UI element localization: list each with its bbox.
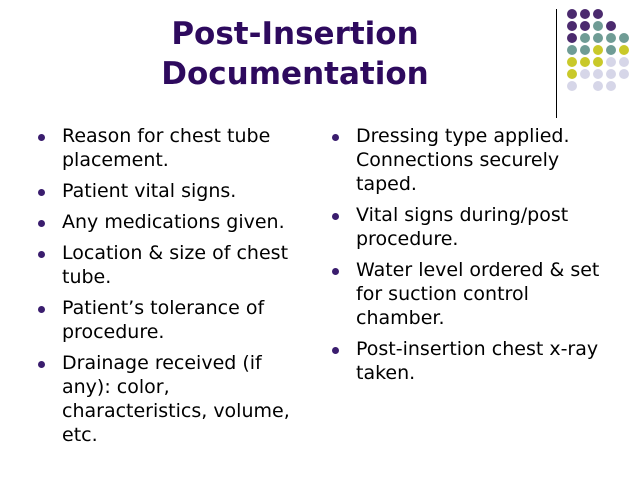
decorative-dot [593, 45, 603, 55]
decorative-dot [619, 33, 629, 43]
decorative-dot [619, 9, 629, 19]
left-bullet-list: Reason for chest tube placement. Patient… [36, 124, 304, 454]
decorative-dot [606, 9, 616, 19]
decorative-dot [619, 21, 629, 31]
bullet-icon [332, 268, 339, 275]
decorative-dot [567, 33, 577, 43]
decorative-dot [580, 45, 590, 55]
decorative-dot [606, 69, 616, 79]
decorative-dot [606, 45, 616, 55]
decorative-dot [619, 81, 629, 91]
title-divider-line [556, 9, 557, 118]
decorative-dot [580, 33, 590, 43]
list-item: Dressing type applied. Connections secur… [330, 124, 620, 196]
decorative-dot [580, 81, 590, 91]
list-item-text: Location & size of chest tube. [62, 242, 289, 288]
bullet-icon [38, 361, 45, 368]
slide-title: Post-Insertion Documentation [100, 14, 490, 94]
list-item: Patient’s tolerance of procedure. [36, 296, 304, 344]
title-line-2: Documentation [161, 56, 429, 92]
bullet-icon [332, 213, 339, 220]
list-item: Location & size of chest tube. [36, 241, 304, 289]
list-item-text: Dressing type applied. Connections secur… [356, 125, 570, 195]
decorative-dot-grid [566, 8, 636, 104]
decorative-dot [580, 21, 590, 31]
list-item: Reason for chest tube placement. [36, 124, 304, 172]
decorative-dot [619, 69, 629, 79]
list-item: Post-insertion chest x-ray taken. [330, 337, 620, 385]
decorative-dot [580, 9, 590, 19]
bullet-icon [38, 134, 45, 141]
list-item-text: Patient vital signs. [62, 180, 237, 202]
decorative-dot [606, 33, 616, 43]
list-item-text: Water level ordered & set for suction co… [356, 259, 600, 329]
bullet-icon [332, 347, 339, 354]
decorative-dot [619, 45, 629, 55]
list-item-text: Drainage received (if any): color, chara… [62, 352, 290, 446]
decorative-dot [606, 81, 616, 91]
bullet-icon [38, 251, 45, 258]
decorative-dot [567, 21, 577, 31]
decorative-dot [606, 57, 616, 67]
bullet-icon [38, 189, 45, 196]
decorative-dot [593, 9, 603, 19]
list-item-text: Reason for chest tube placement. [62, 125, 271, 171]
list-item: Any medications given. [36, 210, 304, 234]
decorative-dot [580, 69, 590, 79]
decorative-dot [567, 57, 577, 67]
list-item-text: Post-insertion chest x-ray taken. [356, 338, 599, 384]
decorative-dot [593, 69, 603, 79]
bullet-icon [38, 220, 45, 227]
list-item: Patient vital signs. [36, 179, 304, 203]
decorative-dot [567, 69, 577, 79]
title-line-1: Post-Insertion [171, 16, 419, 52]
decorative-dot [580, 57, 590, 67]
decorative-dot [606, 21, 616, 31]
decorative-dot [567, 45, 577, 55]
decorative-dot [567, 81, 577, 91]
list-item: Drainage received (if any): color, chara… [36, 351, 304, 447]
decorative-dot [619, 57, 629, 67]
list-item-text: Any medications given. [62, 211, 285, 233]
right-bullet-list: Dressing type applied. Connections secur… [330, 124, 620, 392]
decorative-dot [593, 21, 603, 31]
decorative-dot [593, 33, 603, 43]
list-item: Water level ordered & set for suction co… [330, 258, 620, 330]
list-item: Vital signs during/post procedure. [330, 203, 620, 251]
decorative-dot [593, 81, 603, 91]
decorative-dot [593, 57, 603, 67]
list-item-text: Patient’s tolerance of procedure. [62, 297, 265, 343]
bullet-icon [38, 306, 45, 313]
bullet-icon [332, 134, 339, 141]
list-item-text: Vital signs during/post procedure. [356, 204, 569, 250]
decorative-dot [567, 9, 577, 19]
